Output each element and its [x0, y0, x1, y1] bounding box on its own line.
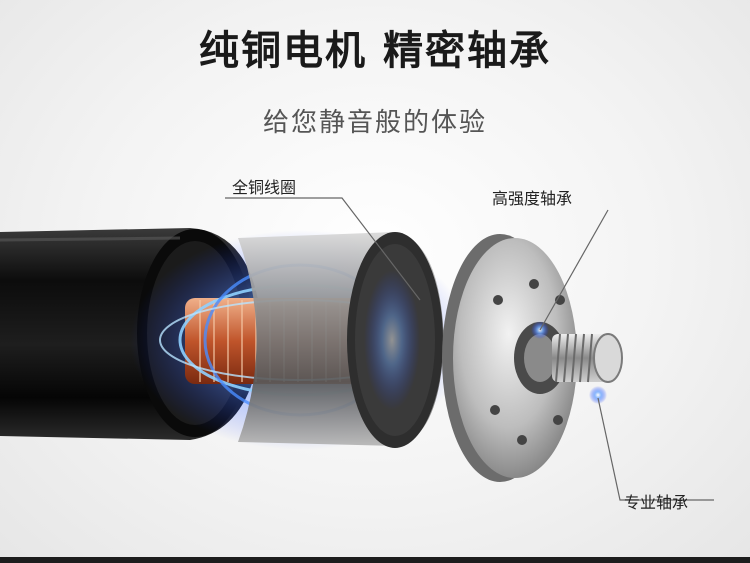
callout-high-strength-bearing: 高强度轴承 [492, 189, 573, 208]
callout-copper-coil: 全铜线圈 [232, 178, 297, 197]
bottom-bar [0, 557, 750, 563]
page-subtitle: 给您静音般的体验 [262, 108, 487, 138]
callout-professional-bearing: 专业轴承 [624, 493, 689, 512]
metal-sleeve [238, 232, 444, 448]
shaft-bearing [514, 321, 623, 404]
page-title: 纯铜电机 精密轴承 [199, 28, 551, 74]
callout-leaders [225, 197, 714, 501]
